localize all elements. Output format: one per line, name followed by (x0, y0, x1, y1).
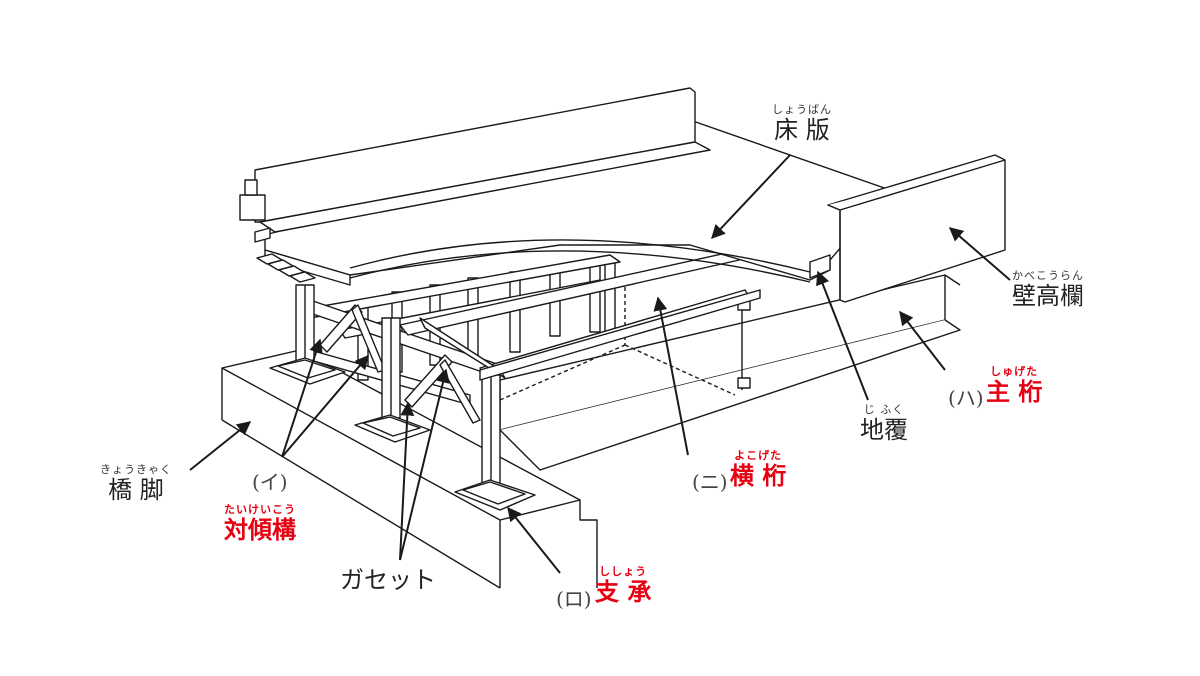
bearings (269, 357, 536, 511)
ruby-pier: きょうきゃく (100, 463, 172, 476)
text-sway-bracing: 対傾構 (224, 516, 296, 544)
ruby-cross-beam: よこげた (734, 449, 783, 462)
label-ground-cover: じ ふく 地覆 (860, 403, 908, 445)
text-floor-slab: 床 版 (774, 116, 830, 144)
far-railing (239, 87, 711, 243)
ruby-sway-bracing: たいけいこう (224, 503, 296, 516)
sway-bracing (319, 304, 481, 424)
label-main-girder: しゅげた 主 桁 (986, 365, 1043, 407)
marker-sway-bracing: (イ) (252, 470, 288, 494)
ruby-main-girder: しゅげた (990, 365, 1039, 378)
ruby-floor-slab: しょうばん (772, 103, 832, 116)
marker-main-girder: (ハ) (948, 386, 984, 410)
floor-slab (264, 119, 891, 286)
leader-arrows (189, 154, 1011, 574)
ruby-bearing: ししょう (599, 565, 648, 578)
hidden-lines (499, 280, 736, 401)
label-gusset: ガセット (340, 566, 436, 594)
label-wall-railing: かべこうらん 壁高欄 (1012, 269, 1084, 311)
label-sway-bracing: たいけいこう 対傾構 (224, 503, 296, 545)
wall-railing (809, 154, 1006, 303)
ruby-ground-cover: じ ふく (863, 403, 905, 416)
label-pier: きょうきゃく 橋 脚 (100, 463, 172, 505)
text-cross-beam: 横 桁 (730, 462, 787, 490)
marker-cross-beam: (ニ) (692, 470, 728, 494)
beam-ends (256, 253, 316, 283)
stiffener (737, 299, 751, 390)
label-cross-beam: よこげた 横 桁 (730, 449, 787, 491)
label-bearing: ししょう 支 承 (595, 565, 652, 607)
text-pier: 橋 脚 (108, 476, 164, 504)
text-main-girder: 主 桁 (986, 378, 1043, 406)
text-bearing: 支 承 (595, 578, 652, 606)
marker-bearing: (ロ) (556, 587, 592, 611)
text-wall-railing: 壁高欄 (1012, 282, 1084, 310)
label-floor-slab: しょうばん 床 版 (772, 103, 832, 145)
ruby-wall-railing: かべこうらん (1012, 269, 1084, 282)
text-gusset: ガセット (340, 566, 436, 594)
text-ground-cover: 地覆 (860, 416, 908, 444)
